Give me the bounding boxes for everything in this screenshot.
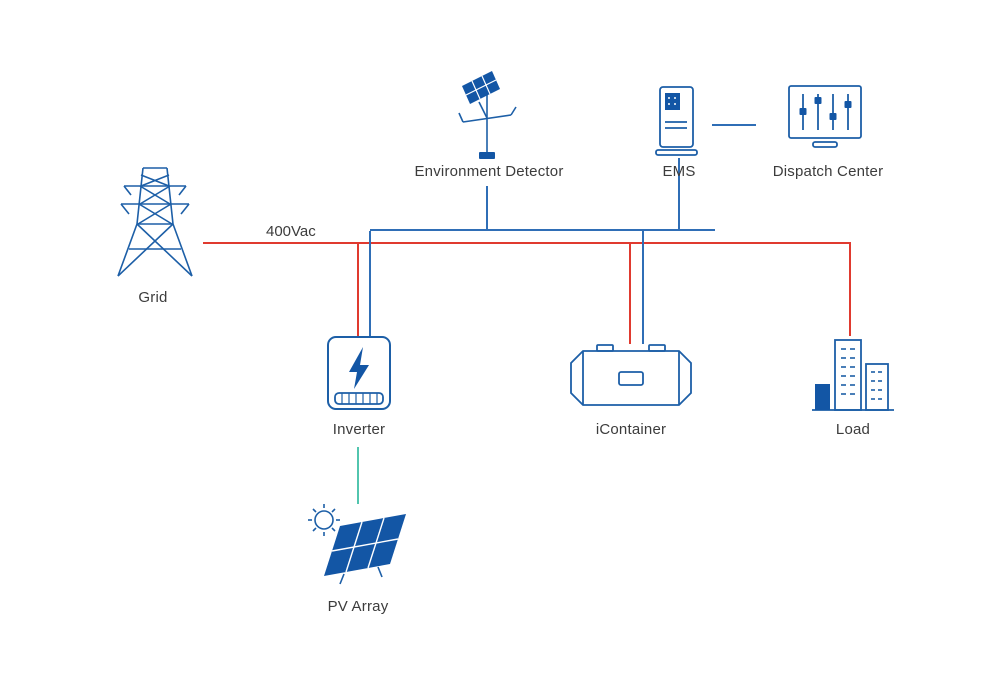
pv-array-icon (308, 504, 406, 585)
inverter-icon (327, 336, 391, 410)
environment-detector-label: Environment Detector (414, 163, 564, 180)
comm-drop-env-detector-line (486, 186, 488, 229)
dispatch-center-icon (788, 85, 862, 148)
grid-tower-icon (117, 167, 193, 277)
comm-bus-line (370, 229, 715, 231)
dispatch-center-label: Dispatch Center (772, 163, 884, 180)
environment-detector-icon (458, 71, 517, 159)
ac-drop-inverter-line (357, 244, 359, 336)
bus-voltage-label: 400Vac (266, 223, 316, 240)
ems-label: EMS (662, 163, 696, 180)
ac-drop-icontainer-line (629, 244, 631, 344)
comm-drop-ems-line (678, 158, 680, 229)
dc-pv-line (357, 447, 359, 504)
ems-dispatch-link-line (712, 124, 756, 126)
pv-array-label: PV Array (327, 598, 389, 615)
ac-bus-line (203, 242, 851, 244)
comm-drop-inverter-line (369, 231, 371, 336)
grid-label: Grid (138, 289, 168, 306)
icontainer-icon (570, 344, 692, 406)
ems-server-icon (655, 86, 698, 156)
icontainer-label: iContainer (595, 421, 667, 438)
load-buildings-icon (812, 339, 894, 411)
load-label: Load (835, 421, 871, 438)
ac-drop-load-line (849, 244, 851, 336)
comm-drop-icontainer-line (642, 231, 644, 344)
inverter-label: Inverter (332, 421, 386, 438)
